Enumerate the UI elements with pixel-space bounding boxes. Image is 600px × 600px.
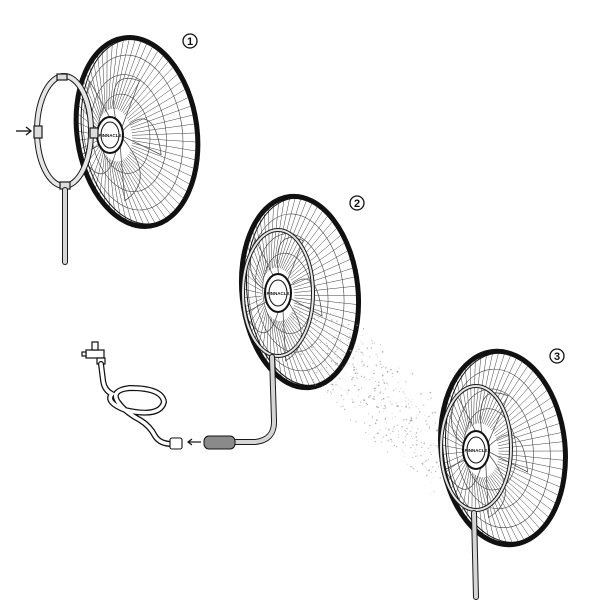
brand-logo: PINNACLE <box>464 448 487 453</box>
mist-spray-icon <box>291 303 481 500</box>
fan-1: PINNACLE <box>73 35 201 229</box>
fan-3: PINNACLE <box>438 348 568 548</box>
misting-ring-1 <box>33 73 99 190</box>
svg-text:1: 1 <box>187 36 193 48</box>
step-2-badge: 2 <box>349 195 365 211</box>
svg-text:2: 2 <box>354 198 360 210</box>
fan-grille <box>73 35 201 229</box>
hose-connector <box>203 435 236 450</box>
svg-text:3: 3 <box>554 351 560 363</box>
step-3: PINNACLE 3 <box>438 348 568 600</box>
arrow-right-icon <box>16 126 33 136</box>
brand-logo: PINNACLE <box>266 291 289 296</box>
step-2: PINNACLE 2 <box>81 193 365 450</box>
water-tap-icon <box>81 341 106 365</box>
arrow-left-icon <box>187 438 201 446</box>
step-1-badge: 1 <box>182 33 198 49</box>
step-3-badge: 3 <box>549 348 565 364</box>
fan-grille <box>238 193 362 391</box>
fan-grille <box>438 348 568 548</box>
brand-logo: PINNACLE <box>98 133 121 138</box>
step-1: PINNACLE 1 <box>16 33 201 265</box>
garden-hose <box>98 361 183 450</box>
fan-2: PINNACLE <box>238 193 362 391</box>
